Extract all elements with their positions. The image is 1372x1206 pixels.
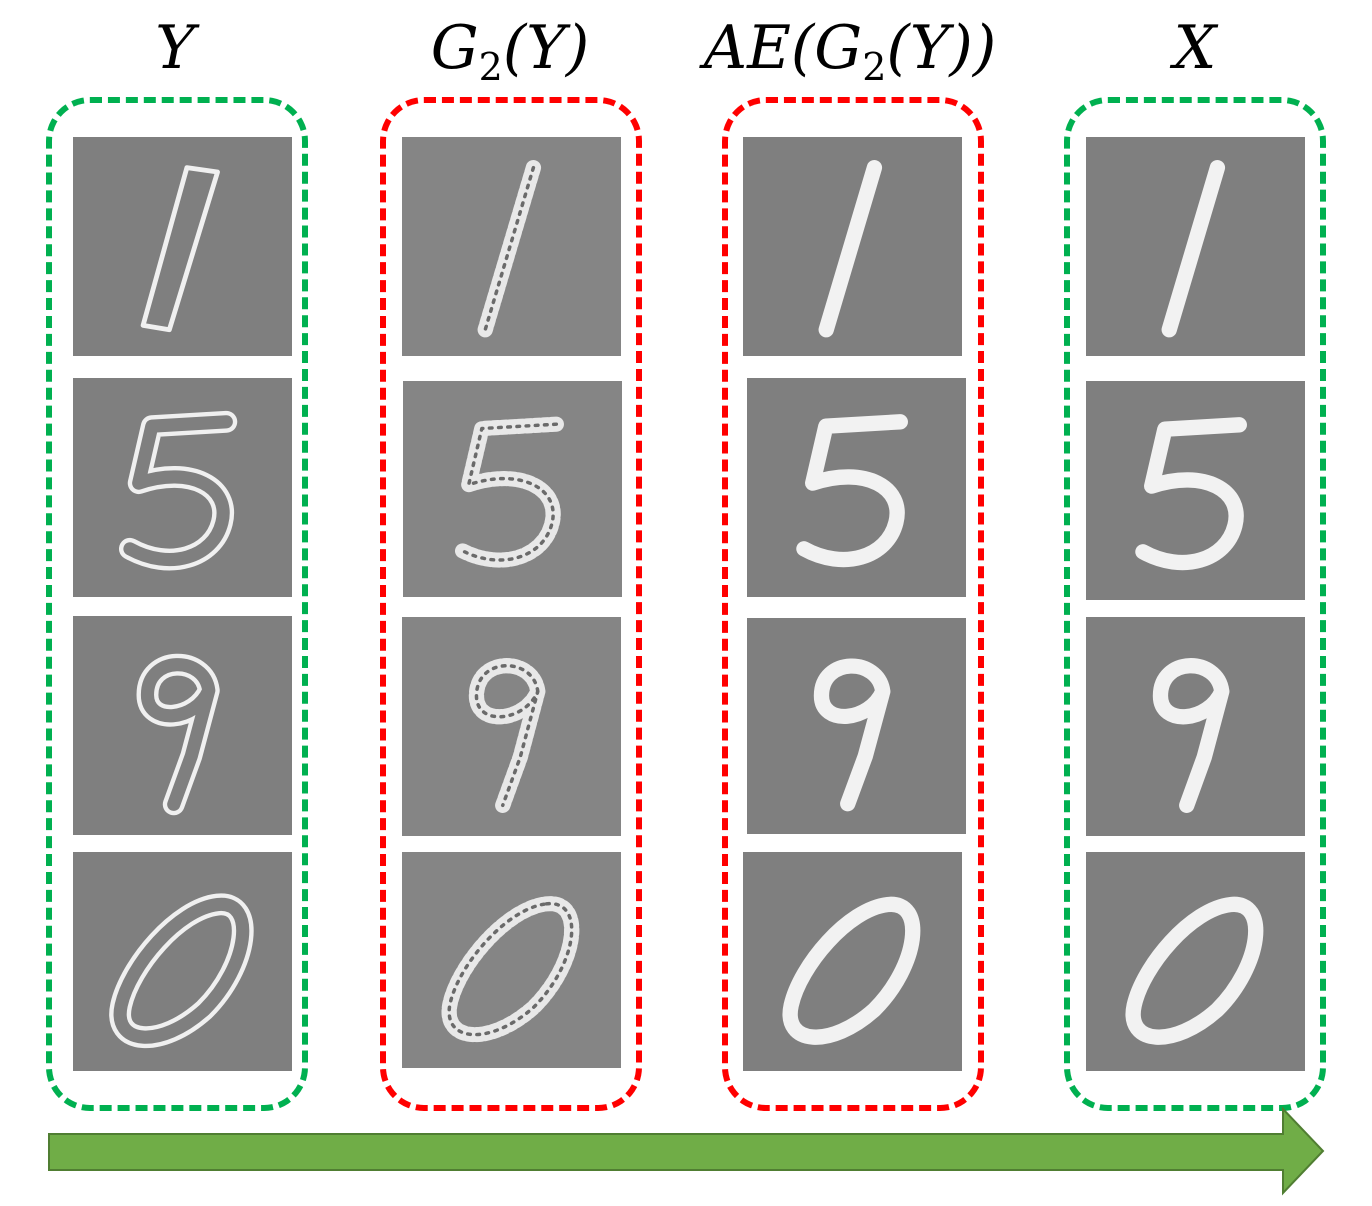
digit-9-glyph [468,658,546,814]
digit-stroke [818,159,883,338]
digit-0-glyph [782,896,921,1045]
tile-x-digit-0 [1086,852,1305,1071]
group-frame-g2-y [380,97,642,1111]
digit-stroke [813,658,891,812]
tile-y-digit-0 [73,852,292,1071]
digit-0-glyph [109,893,254,1049]
tile-g2y-digit-0 [402,852,621,1068]
digit-5-glyph [1135,417,1247,571]
group-frame-ae-g2-y [722,97,984,1111]
tile-x-digit-5 [1086,381,1305,600]
tile-y-digit-1 [73,137,292,356]
digit-stroke [1135,417,1247,571]
arrow-shape [48,1106,1325,1196]
tile-aeg2y-digit-9 [747,618,966,834]
title-ae-g2-y: AE(G2(Y)) [703,13,997,89]
digit-stroke-noise [474,663,540,808]
digit-stroke [1152,658,1230,814]
tile-x-digit-9 [1086,617,1305,836]
digit-1-glyph [140,165,220,333]
tile-aeg2y-digit-1 [743,137,962,356]
digit-1-glyph [818,159,883,338]
digit-stroke [140,165,220,333]
tile-y-digit-9 [73,616,292,835]
title-g2-y: G2(Y) [430,13,590,89]
title-y: Y [155,13,195,83]
digit-5-glyph [796,414,908,568]
digit-5-glyph [452,416,564,568]
tile-aeg2y-digit-0 [743,852,962,1071]
digit-stroke-core [123,415,233,567]
group-frame-y [46,97,308,1111]
digit-stroke [1161,159,1226,338]
digit-0-glyph [441,896,580,1043]
tile-y-digit-5 [73,378,292,597]
digit-9-glyph [1152,658,1230,814]
digit-9-glyph [136,653,220,816]
title-x: X [1173,13,1217,83]
digit-9-glyph [813,658,891,812]
digit-stroke [1125,896,1264,1045]
digit-5-glyph [118,410,238,571]
digit-stroke-noise [483,165,536,332]
digit-1-glyph [1161,159,1226,338]
digit-stroke [782,896,921,1045]
digit-1-glyph [477,159,542,338]
digit-0-glyph [1125,896,1264,1045]
tile-x-digit-1 [1086,137,1305,356]
tile-g2y-digit-9 [402,617,621,836]
digit-stroke-core [113,897,250,1044]
tile-aeg2y-digit-5 [747,378,966,597]
tile-g2y-digit-1 [402,137,621,356]
digit-stroke-core [140,658,216,811]
tile-g2y-digit-5 [403,381,622,597]
digit-stroke [796,414,908,568]
group-frame-x [1064,97,1326,1111]
digit-stroke [441,896,580,1043]
digit-stroke-noise [458,422,559,562]
